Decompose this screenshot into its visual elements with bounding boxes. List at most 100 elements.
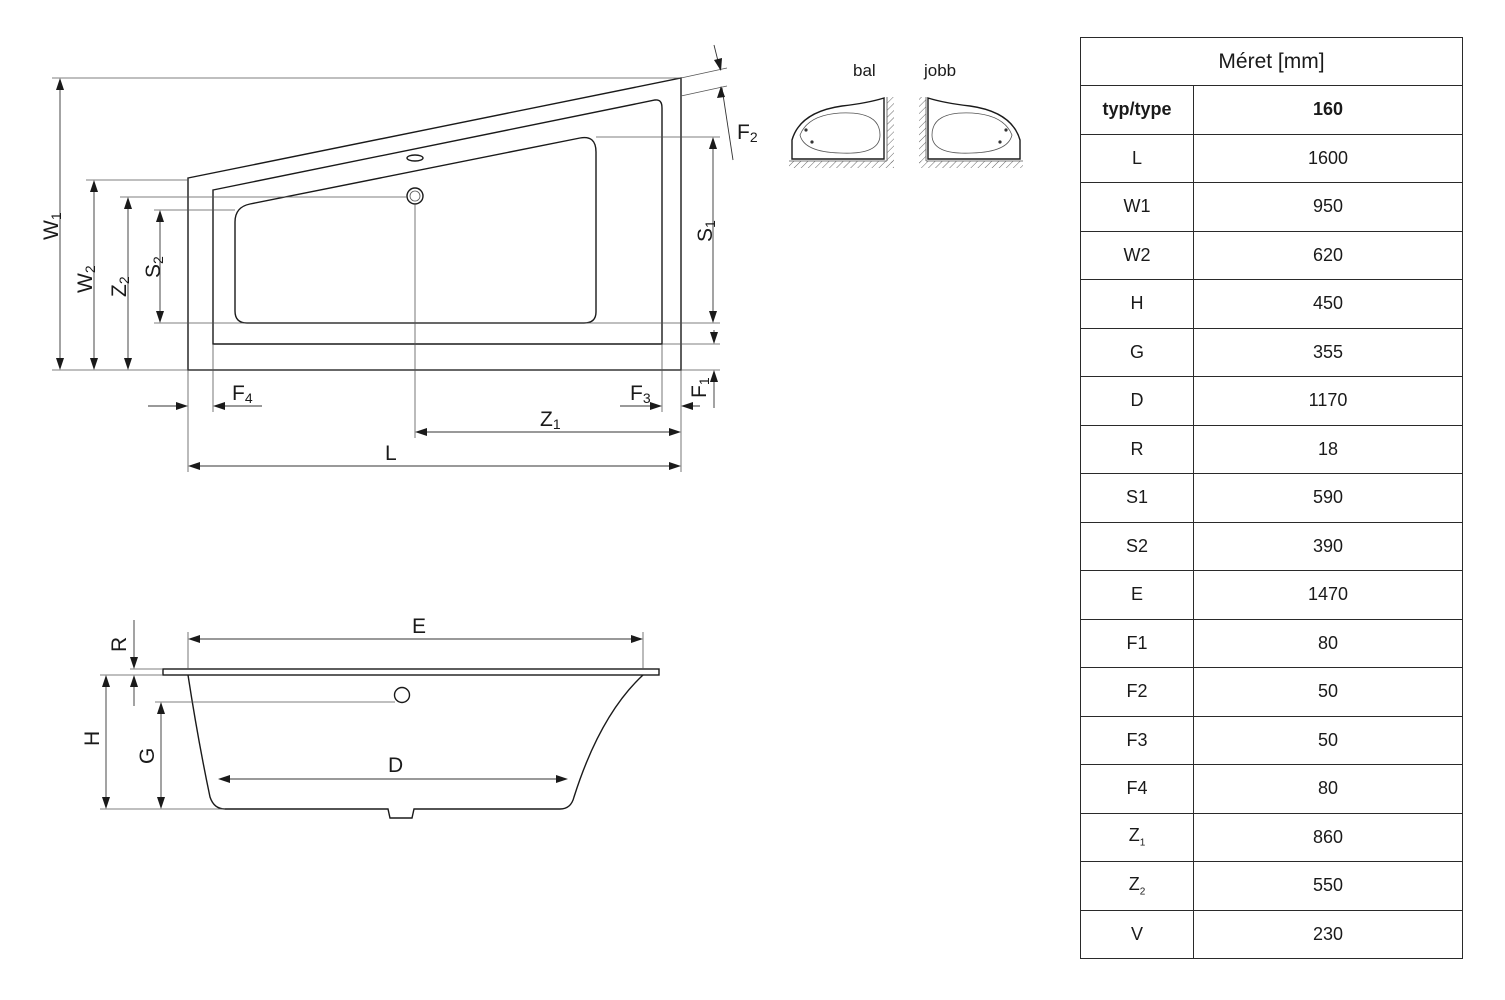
dim-d: D: [218, 754, 568, 783]
value-cell: 50: [1193, 667, 1463, 717]
value-cell: 355: [1193, 327, 1463, 377]
param-cell: E: [1080, 570, 1194, 620]
label-e: E: [412, 615, 426, 638]
dim-l: L: [188, 442, 681, 470]
param-cell: F4: [1080, 764, 1194, 814]
variant-left-label: bal: [853, 61, 876, 80]
label-h: H: [81, 731, 104, 746]
value-cell: 1600: [1193, 133, 1463, 183]
dim-r: R: [108, 620, 138, 706]
drain-icon: [406, 187, 424, 205]
dim-w2: W2: [74, 180, 98, 370]
dim-z2: Z2: [108, 197, 132, 370]
param-cell: L: [1080, 133, 1194, 183]
variant-right-label: jobb: [923, 61, 956, 80]
label-z1: Z1: [540, 408, 561, 432]
label-s2: S2: [142, 256, 166, 278]
value-cell: 620: [1193, 230, 1463, 280]
value-cell: 1170: [1193, 376, 1463, 426]
dim-g: G: [136, 702, 165, 809]
dim-h: H: [81, 675, 110, 809]
side-view: R E H G D: [81, 615, 660, 819]
label-d: D: [388, 754, 403, 777]
tub-outline: [187, 77, 682, 371]
value-cell: 950: [1193, 182, 1463, 232]
extension-lines-side: [100, 632, 644, 810]
label-l: L: [385, 442, 397, 465]
value-cell: 550: [1193, 861, 1463, 911]
label-r: R: [108, 637, 131, 652]
header-param: typ/type: [1080, 85, 1194, 135]
value-cell: 390: [1193, 521, 1463, 571]
param-cell: F3: [1080, 715, 1194, 765]
param-cell: Z1: [1080, 812, 1194, 862]
dim-z1: Z1: [415, 408, 681, 436]
value-cell: 230: [1193, 909, 1463, 959]
tub-rim-inner: [212, 99, 663, 345]
dim-s1: S1: [694, 137, 718, 323]
header-value: 160: [1193, 85, 1463, 135]
param-cell: S1: [1080, 473, 1194, 523]
overflow-icon: [393, 686, 411, 704]
label-f3: F3: [630, 382, 651, 406]
dim-f2: F2: [713, 44, 758, 161]
side-rim: [162, 668, 660, 676]
value-cell: 1470: [1193, 570, 1463, 620]
table-header-row: typ/type 160: [1080, 85, 1463, 135]
value-cell: 590: [1193, 473, 1463, 523]
param-cell: G: [1080, 327, 1194, 377]
dim-f1: F1: [688, 330, 718, 408]
param-cell: R: [1080, 424, 1194, 474]
param-cell: V: [1080, 909, 1194, 959]
label-f2: F2: [737, 121, 758, 145]
dim-f4: F4: [148, 382, 262, 410]
label-z2: Z2: [108, 276, 132, 297]
overflow-hole: [406, 154, 424, 162]
dim-s2: S2: [142, 210, 166, 323]
label-s1: S1: [694, 220, 718, 242]
variant-right: jobb: [919, 61, 1023, 168]
top-view: W1 W2 Z2 S2 S1: [40, 44, 758, 472]
dim-f3: F3: [620, 382, 700, 410]
label-f1: F1: [688, 377, 712, 398]
value-cell: 50: [1193, 715, 1463, 765]
param-cell: Z2: [1080, 861, 1194, 911]
label-f4: F4: [232, 382, 253, 406]
dim-e: E: [188, 615, 643, 643]
param-cell: F2: [1080, 667, 1194, 717]
value-cell: 860: [1193, 812, 1463, 862]
value-cell: 18: [1193, 424, 1463, 474]
label-w1: W1: [40, 212, 64, 240]
value-cell: 80: [1193, 618, 1463, 668]
side-body: [187, 674, 644, 819]
dim-w1: W1: [40, 78, 64, 370]
variant-left: bal: [789, 61, 894, 168]
value-cell: 80: [1193, 764, 1463, 814]
value-cell: 450: [1193, 279, 1463, 329]
table-title: Méret [mm]: [1080, 37, 1463, 86]
param-cell: S2: [1080, 521, 1194, 571]
extension-lines: [52, 67, 728, 472]
param-cell: H: [1080, 279, 1194, 329]
tub-basin: [234, 136, 597, 324]
table-title-row: Méret [mm]: [1080, 37, 1463, 86]
